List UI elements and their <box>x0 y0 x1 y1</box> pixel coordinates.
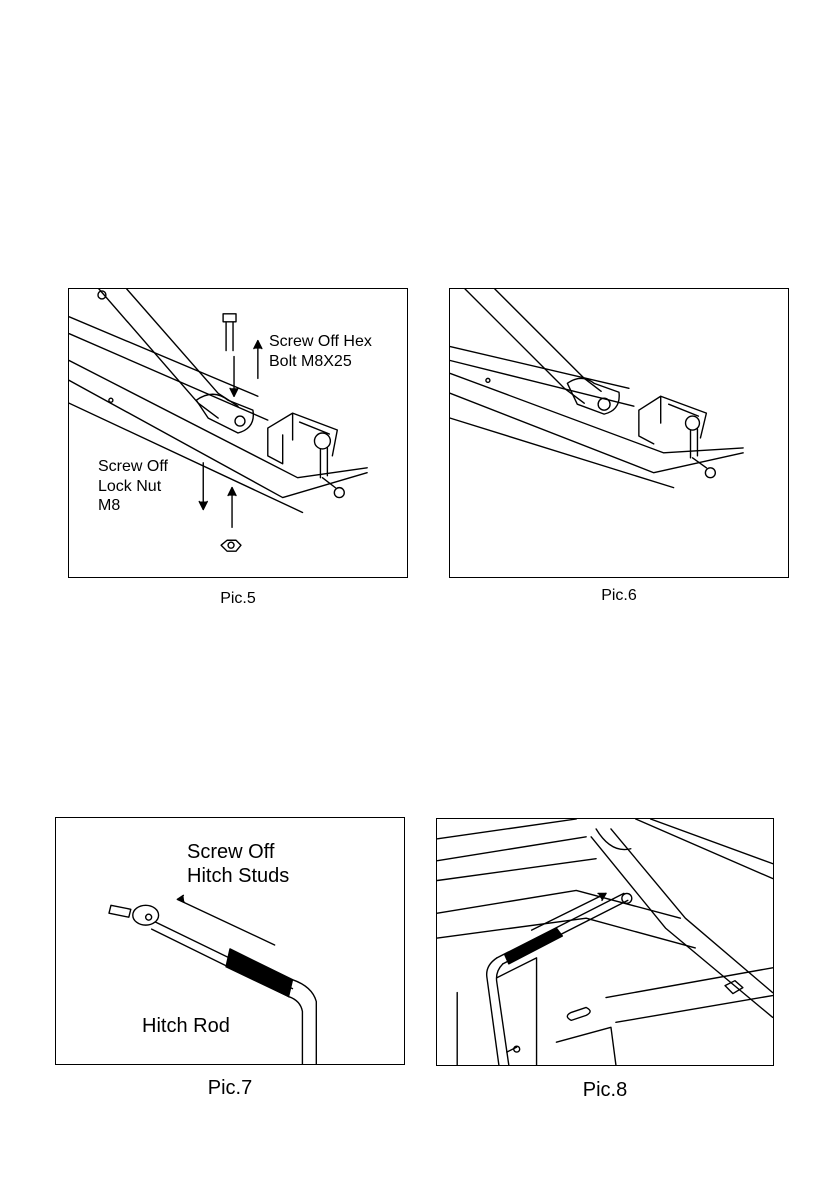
rod-label: Hitch Rod <box>142 1014 230 1038</box>
caption-pic8: Pic.8 <box>436 1079 774 1102</box>
hitch-rod-in-frame-drawing <box>437 819 773 1065</box>
caption-pic5: Pic.5 <box>68 590 408 608</box>
bracket-assembled-drawing <box>450 289 788 577</box>
caption-pic7: Pic.7 <box>55 1077 405 1100</box>
figure-pic6 <box>449 288 789 578</box>
caption-pic6: Pic.6 <box>449 587 789 605</box>
figure-pic8 <box>436 818 774 1066</box>
